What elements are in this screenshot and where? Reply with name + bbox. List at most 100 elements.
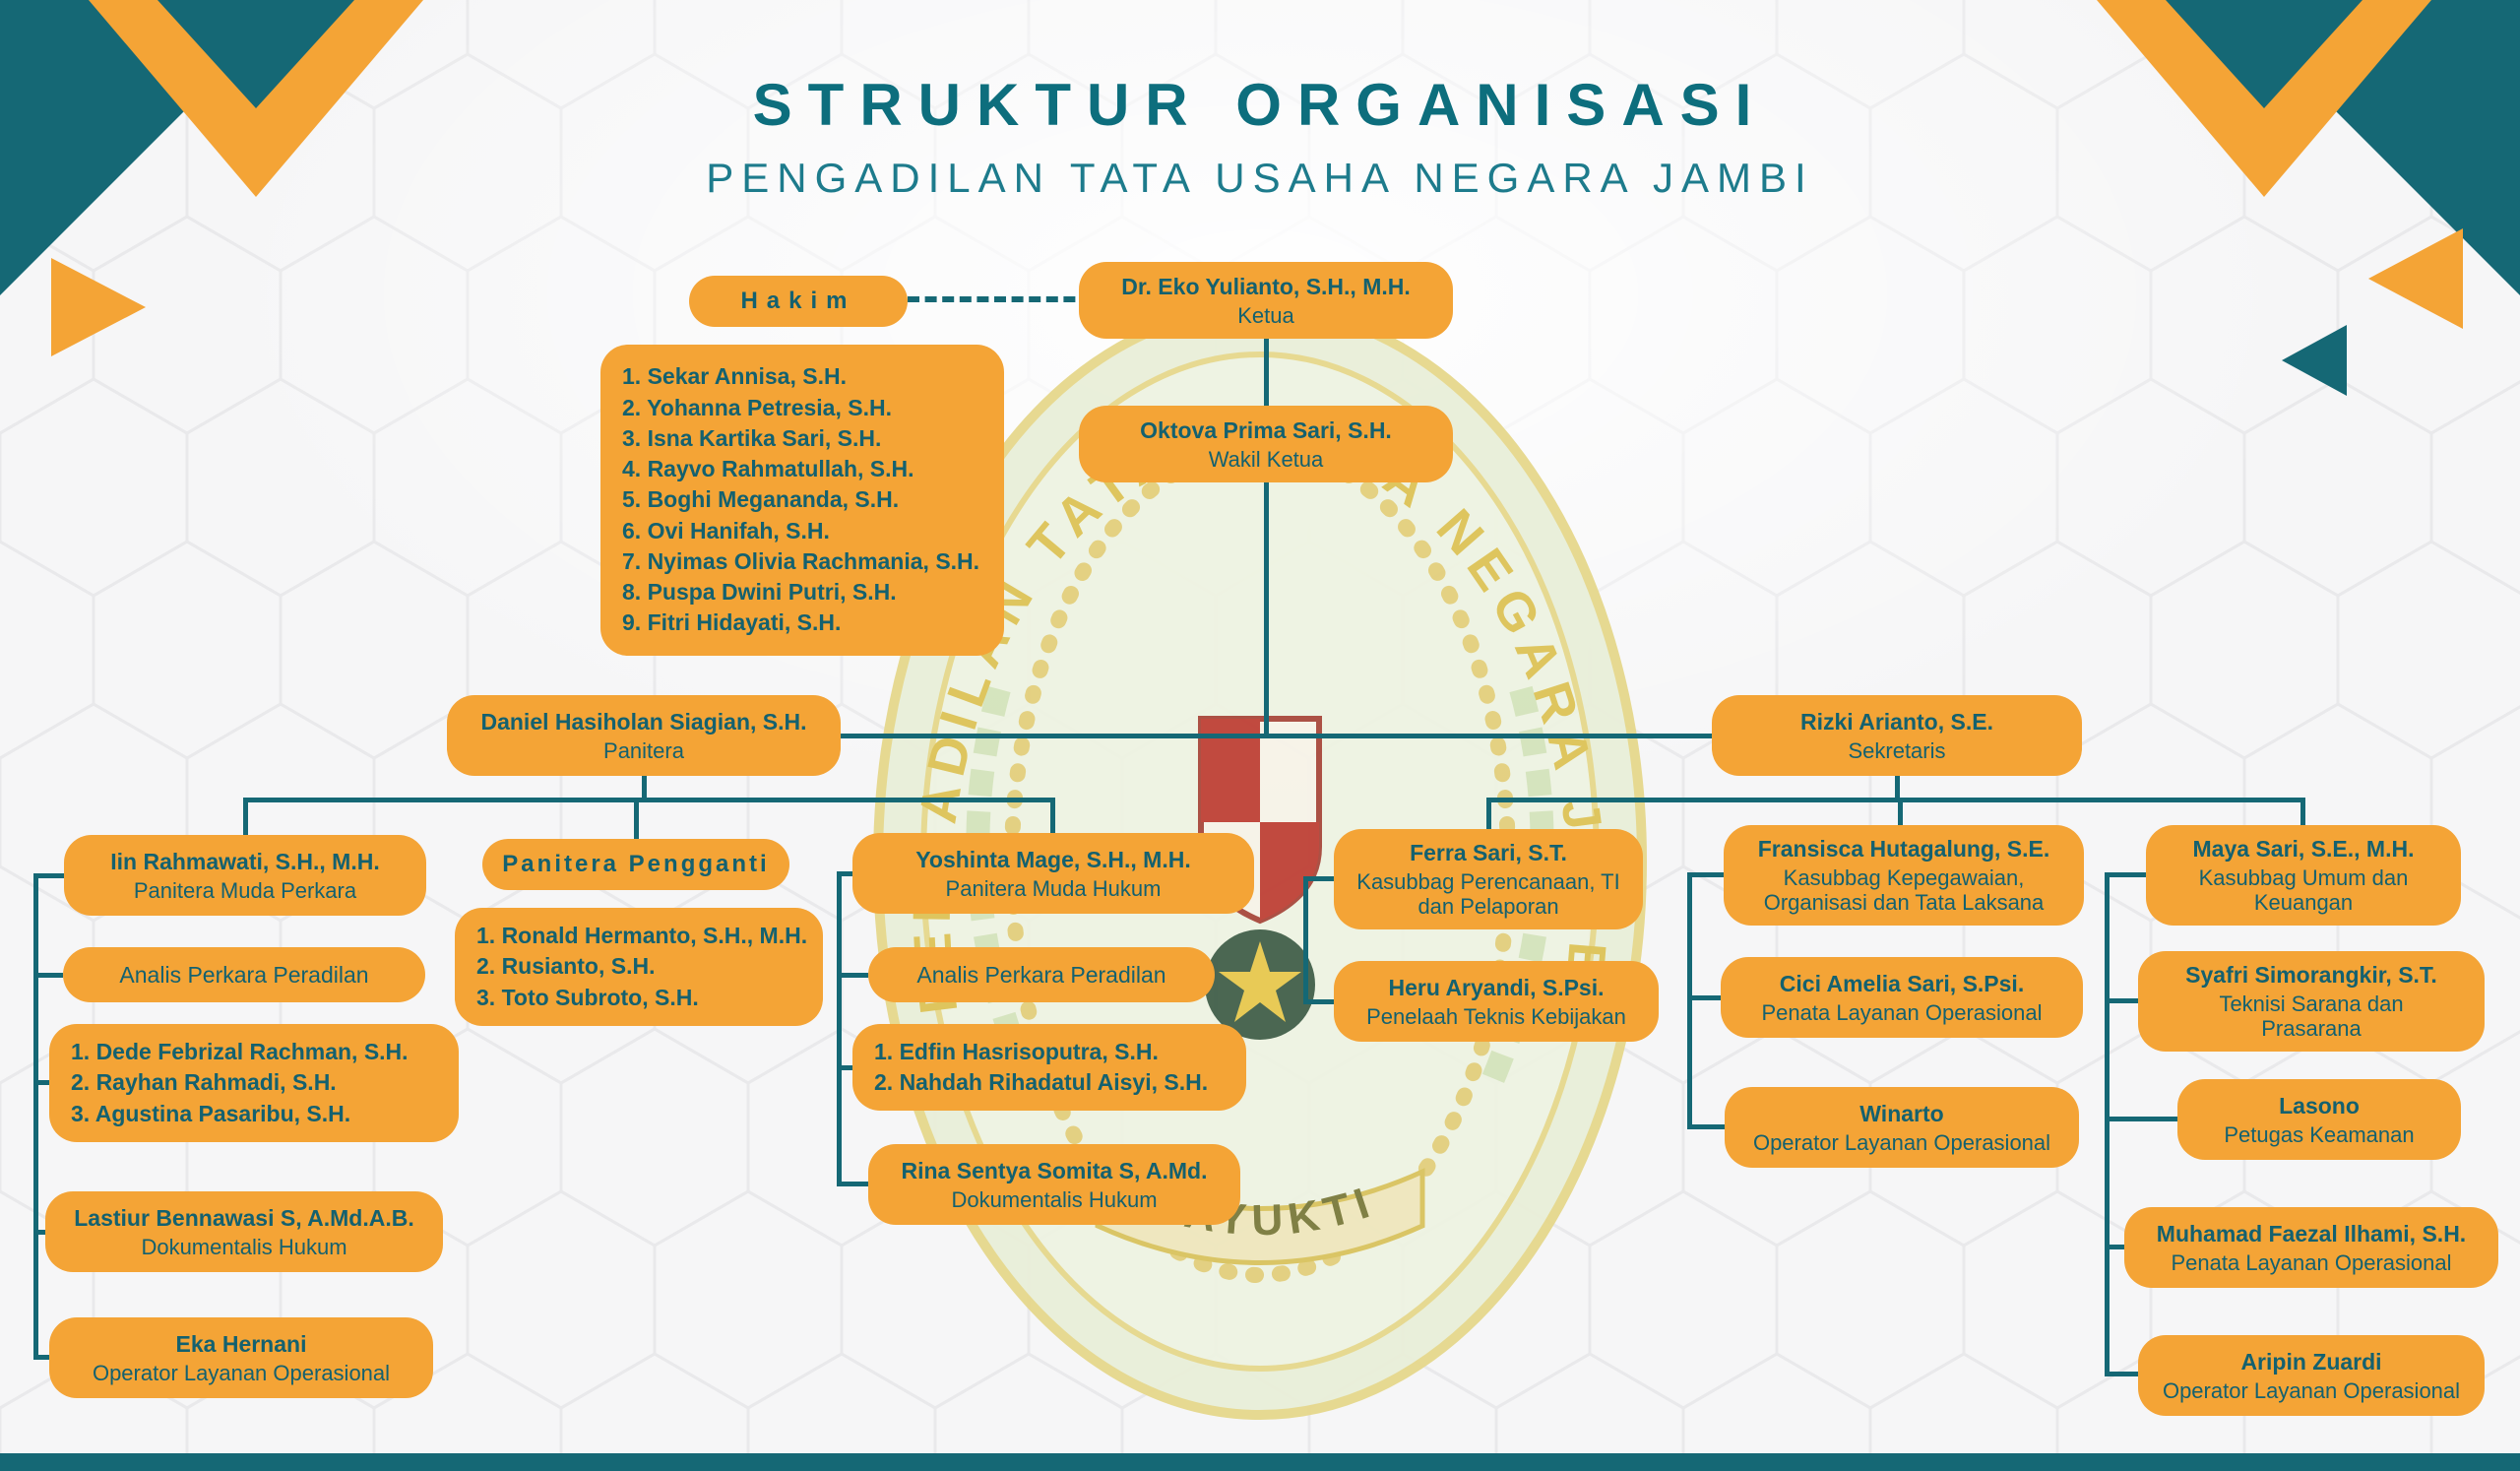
node-penelaah-teknis: Heru Aryandi, S.Psi. Penelaah Teknis Keb… [1334, 961, 1659, 1042]
person-name: Heru Aryandi, S.Psi. [1388, 974, 1605, 1000]
hakim-member: 7. Nyimas Olivia Rachmania, S.H. [622, 547, 980, 574]
rail-umum-stub-4 [2105, 1245, 2124, 1249]
node-hakim-member-list: 1. Sekar Annisa, S.H. 2. Yohanna Petresi… [600, 345, 1004, 656]
node-panitera-pengganti-list: 1. Ronald Hermanto, S.H., M.H. 2. Rusian… [455, 908, 823, 1026]
node-penata-umum: Muhamad Faezal Ilhami, S.H. Penata Layan… [2124, 1207, 2498, 1288]
person-role: Dokumentalis Hukum [951, 1186, 1158, 1212]
hakim-member: 4. Rayvo Rahmatullah, S.H. [622, 456, 914, 482]
rail-kepegawaian-stub-2 [1687, 995, 1721, 1000]
page-subtitle: PENGADILAN TATA USAHA NEGARA JAMBI [706, 155, 1814, 201]
person-name: Lastiur Bennawasi S, A.Md.A.B. [74, 1204, 414, 1231]
analis-member: 3. Agustina Pasaribu, S.H. [71, 1100, 351, 1126]
person-role: Operator Layanan Operasional [2162, 1377, 2461, 1403]
node-operator-kepegawaian: Winarto Operator Layanan Operasional [1725, 1087, 2079, 1168]
person-role: Panitera Muda Perkara [133, 877, 357, 903]
person-name: Lasono [2279, 1092, 2360, 1119]
panitera-pengganti-member: 2. Rusianto, S.H. [476, 953, 656, 980]
rail-perkara-stub-3 [33, 1080, 49, 1085]
connector-drop-umum [2300, 798, 2305, 827]
rail-hukum-stub-1 [837, 871, 852, 876]
hakim-member: 5. Boghi Megananda, S.H. [622, 486, 900, 513]
node-ketua: Dr. Eko Yulianto, S.H., M.H. Ketua [1079, 262, 1453, 339]
person-role: Ketua [1237, 302, 1294, 328]
node-analis-perkara-list-1: 1. Dede Febrizal Rachman, S.H. 2. Rayhan… [49, 1024, 459, 1142]
connector-sekretaris-bracket [1486, 798, 2305, 802]
person-role: Kasubbag Kepegawaian, Organisasi dan Tat… [1763, 865, 2045, 916]
rail-hukum [837, 871, 842, 1186]
seal-star-icon [1219, 941, 1301, 1022]
person-name: Dr. Eko Yulianto, S.H., M.H. [1121, 273, 1411, 299]
rail-hukum-stub-2 [837, 973, 868, 978]
node-analis-perkara-label-2: Analis Perkara Peradilan [868, 947, 1215, 1002]
analis-member: 1. Edfin Hasrisoputra, S.H. [874, 1038, 1159, 1064]
node-panitera-muda-hukum: Yoshinta Mage, S.H., M.H. Panitera Muda … [852, 833, 1254, 914]
node-kasubbag-perencanaan: Ferra Sari, S.T. Kasubbag Perencanaan, T… [1334, 829, 1643, 929]
rail-kepegawaian-stub-3 [1687, 1124, 1725, 1129]
node-penata-kepegawaian: Cici Amelia Sari, S.Psi. Penata Layanan … [1721, 957, 2083, 1038]
node-analis-perkara-list-2: 1. Edfin Hasrisoputra, S.H. 2. Nahdah Ri… [852, 1024, 1246, 1111]
person-name: Fransisca Hutagalung, S.E. [1757, 836, 2050, 863]
connector-panitera-bracket [243, 798, 1055, 802]
node-panitera-muda-perkara: Iin Rahmawati, S.H., M.H. Panitera Muda … [64, 835, 426, 916]
page-title: STRUKTUR ORGANISASI [752, 72, 1768, 138]
rail-hukum-stub-3 [837, 1065, 852, 1070]
hakim-member: 3. Isna Kartika Sari, S.H. [622, 424, 882, 451]
rail-umum-stub-2 [2105, 998, 2138, 1003]
rail-perencanaan-stub-1 [1303, 876, 1334, 881]
connector-drop-panitera-pengganti [634, 798, 639, 841]
rail-umum-stub-3 [2105, 1117, 2177, 1121]
node-dokumentalis-hukum: Rina Sentya Somita S, A.Md. Dokumentalis… [868, 1144, 1240, 1225]
rail-umum-stub-1 [2105, 872, 2146, 877]
person-name: Cici Amelia Sari, S.Psi. [1779, 970, 2025, 996]
node-kasubbag-kepegawaian: Fransisca Hutagalung, S.E. Kasubbag Kepe… [1724, 825, 2084, 926]
node-operator-perkara: Eka Hernani Operator Layanan Operasional [49, 1317, 433, 1398]
connector-drop-kepegawaian [1898, 798, 1903, 827]
person-name: Rina Sentya Somita S, A.Md. [901, 1157, 1208, 1183]
hakim-member: 8. Puspa Dwini Putri, S.H. [622, 579, 897, 606]
person-name: Daniel Hasiholan Siagian, S.H. [480, 708, 807, 735]
hakim-member: 9. Fitri Hidayati, S.H. [622, 609, 842, 636]
analis-label: Analis Perkara Peradilan [916, 961, 1166, 988]
connector-drop-panmud-hukum [1050, 798, 1055, 835]
rail-perkara-stub-4 [33, 1230, 49, 1235]
header: STRUKTUR ORGANISASI PENGADILAN TATA USAH… [0, 71, 2520, 202]
panitera-pengganti-member: 1. Ronald Hermanto, S.H., M.H. [476, 923, 808, 949]
person-name: Oktova Prima Sari, S.H. [1140, 416, 1392, 443]
person-name: Winarto [1859, 1100, 1944, 1126]
person-role: Wakil Ketua [1208, 446, 1324, 472]
analis-label: Analis Perkara Peradilan [119, 961, 369, 988]
node-panitera-pengganti-label: Panitera Pengganti [482, 839, 789, 890]
node-dokumentalis-perkara: Lastiur Bennawasi S, A.Md.A.B. Dokumenta… [45, 1191, 443, 1272]
connector-ketua-wakil [1264, 339, 1269, 406]
person-role: Teknisi Sarana dan Prasarana [2219, 991, 2404, 1042]
rail-hukum-stub-4 [837, 1182, 868, 1186]
analis-member: 2. Rayhan Rahmadi, S.H. [71, 1069, 337, 1096]
hakim-member: 1. Sekar Annisa, S.H. [622, 363, 847, 390]
person-name: Yoshinta Mage, S.H., M.H. [915, 846, 1191, 872]
panitera-pengganti-label: Panitera Pengganti [502, 851, 770, 877]
connector-wakil-down [1264, 482, 1269, 738]
person-name: Maya Sari, S.E., M.H. [2192, 836, 2415, 863]
person-name: Aripin Zuardi [2240, 1348, 2382, 1375]
person-role: Penata Layanan Operasional [2171, 1249, 2452, 1275]
node-panitera: Daniel Hasiholan Siagian, S.H. Panitera [447, 695, 841, 776]
person-name: Syafri Simorangkir, S.T. [2185, 962, 2437, 989]
person-role: Panitera Muda Hukum [945, 875, 1162, 901]
person-role: Operator Layanan Operasional [1752, 1129, 2051, 1155]
analis-member: 2. Nahdah Rihadatul Aisyi, S.H. [874, 1069, 1209, 1095]
footer-bar [0, 1453, 2520, 1471]
person-role: Sekretaris [1848, 737, 1946, 763]
person-role: Penelaah Teknis Kebijakan [1366, 1003, 1626, 1029]
node-petugas-keamanan: Lasono Petugas Keamanan [2177, 1079, 2461, 1160]
person-name: Eka Hernani [175, 1330, 307, 1357]
rail-kepegawaian-stub-1 [1687, 872, 1724, 877]
person-role: Operator Layanan Operasional [92, 1360, 391, 1385]
hakim-member: 6. Ovi Hanifah, S.H. [622, 517, 830, 544]
node-analis-perkara-label-1: Analis Perkara Peradilan [63, 947, 425, 1002]
person-name: Ferra Sari, S.T. [1410, 840, 1567, 866]
connector-sekretaris-down [1895, 776, 1900, 802]
node-teknisi-sarana: Syafri Simorangkir, S.T. Teknisi Sarana … [2138, 951, 2485, 1052]
node-wakil-ketua: Oktova Prima Sari, S.H. Wakil Ketua [1079, 406, 1453, 482]
person-name: Muhamad Faezal Ilhami, S.H. [2156, 1220, 2467, 1247]
person-name: Rizki Arianto, S.E. [1800, 708, 1993, 735]
